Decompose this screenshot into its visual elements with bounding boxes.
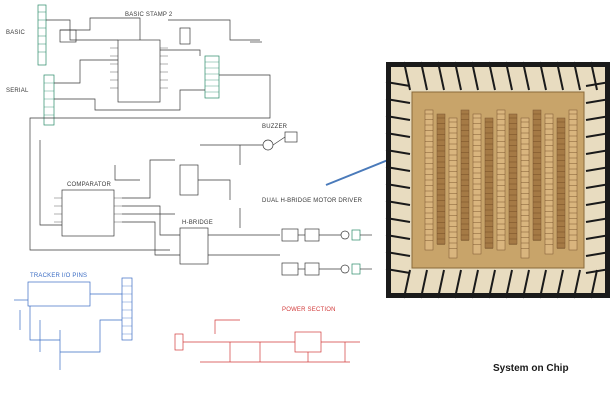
chip-pin <box>585 268 610 274</box>
chip-pin <box>488 269 496 299</box>
chip-pin <box>385 98 411 104</box>
chip-pin <box>522 61 530 91</box>
chip-pin <box>385 166 411 172</box>
chip-pin <box>385 183 411 189</box>
motor-output-2 <box>281 262 361 276</box>
die-column <box>436 113 446 245</box>
chip-pin <box>385 200 411 206</box>
chip-pin <box>585 200 610 206</box>
chip-pin <box>505 61 513 91</box>
chip-pin <box>573 61 581 91</box>
chip-pin <box>585 115 610 121</box>
buzzer <box>284 131 298 143</box>
chip-pin <box>420 269 428 299</box>
chip-pin <box>471 269 479 299</box>
chip-pin <box>385 115 411 121</box>
h-bridge-chip <box>179 227 209 265</box>
label-serial: SERIAL <box>6 88 29 94</box>
chip-pin <box>385 81 411 87</box>
chip-pin <box>403 269 411 299</box>
schematic-diagram: BASIC STAMP 2 BASIC SERIAL COMPARATOR BU… <box>6 4 372 370</box>
chip-pin <box>385 268 411 274</box>
die-column <box>460 109 470 241</box>
chip-pin <box>505 269 513 299</box>
chip-pin <box>590 269 598 299</box>
chip-pin <box>573 269 581 299</box>
power-section <box>174 319 360 363</box>
chip-pin <box>385 217 411 223</box>
die-column <box>556 117 566 249</box>
chip-pin <box>585 217 610 223</box>
chip-pin <box>585 149 610 155</box>
chip-pin <box>437 61 445 91</box>
chip-pin <box>585 98 610 104</box>
header-connector-right <box>204 55 220 99</box>
chip-pin <box>385 251 411 257</box>
chip-pin <box>385 234 411 240</box>
label-h-bridge: H-BRIDGE <box>182 220 213 226</box>
crystal <box>59 29 77 43</box>
die-circuitry <box>424 109 578 259</box>
chip-pin <box>585 132 610 138</box>
die-column <box>484 117 494 249</box>
chip-pin <box>420 61 428 91</box>
chip-pin <box>437 269 445 299</box>
chip-pin <box>385 132 411 138</box>
chip-pin <box>556 61 564 91</box>
chip-pin <box>454 269 462 299</box>
label-basic-stamp: BASIC STAMP 2 <box>125 12 173 18</box>
label-comparator: COMPARATOR <box>67 182 111 188</box>
chip-pin <box>471 61 479 91</box>
chip-pins <box>385 61 610 299</box>
header-connector-left <box>37 4 47 66</box>
buzzer-transistor <box>262 139 274 151</box>
chip-pin <box>454 61 462 91</box>
header-connector-serial <box>43 74 55 126</box>
callout-connector <box>325 159 389 186</box>
motor-output-1 <box>281 228 361 242</box>
chip-pin <box>488 61 496 91</box>
chip-pin <box>539 61 547 91</box>
chip-pin <box>539 269 547 299</box>
die-column <box>508 113 518 245</box>
regulator-top <box>179 27 191 45</box>
die-column <box>532 109 542 241</box>
chip-pin <box>385 149 411 155</box>
label-motor-driver: DUAL H-BRIDGE MOTOR DRIVER <box>262 198 363 204</box>
label-sensors: TRACKER I/O PINS <box>30 273 87 279</box>
label-power: POWER SECTION <box>282 307 336 313</box>
chip-pin <box>585 251 610 257</box>
label-buzzer: BUZZER <box>262 124 288 130</box>
chip-pin <box>585 166 610 172</box>
label-basic: BASIC <box>6 30 25 36</box>
comparator-chip <box>61 189 115 237</box>
chip-pin <box>585 234 610 240</box>
chip-pin <box>585 81 610 87</box>
basic-stamp-chip <box>117 39 161 103</box>
caption-system-on-chip: System on Chip <box>493 363 569 374</box>
soc-chip <box>385 61 610 299</box>
oscillator <box>179 164 199 196</box>
sensor-section <box>14 277 133 370</box>
chip-pin <box>556 269 564 299</box>
chip-pin <box>522 269 530 299</box>
chip-pin <box>585 183 610 189</box>
